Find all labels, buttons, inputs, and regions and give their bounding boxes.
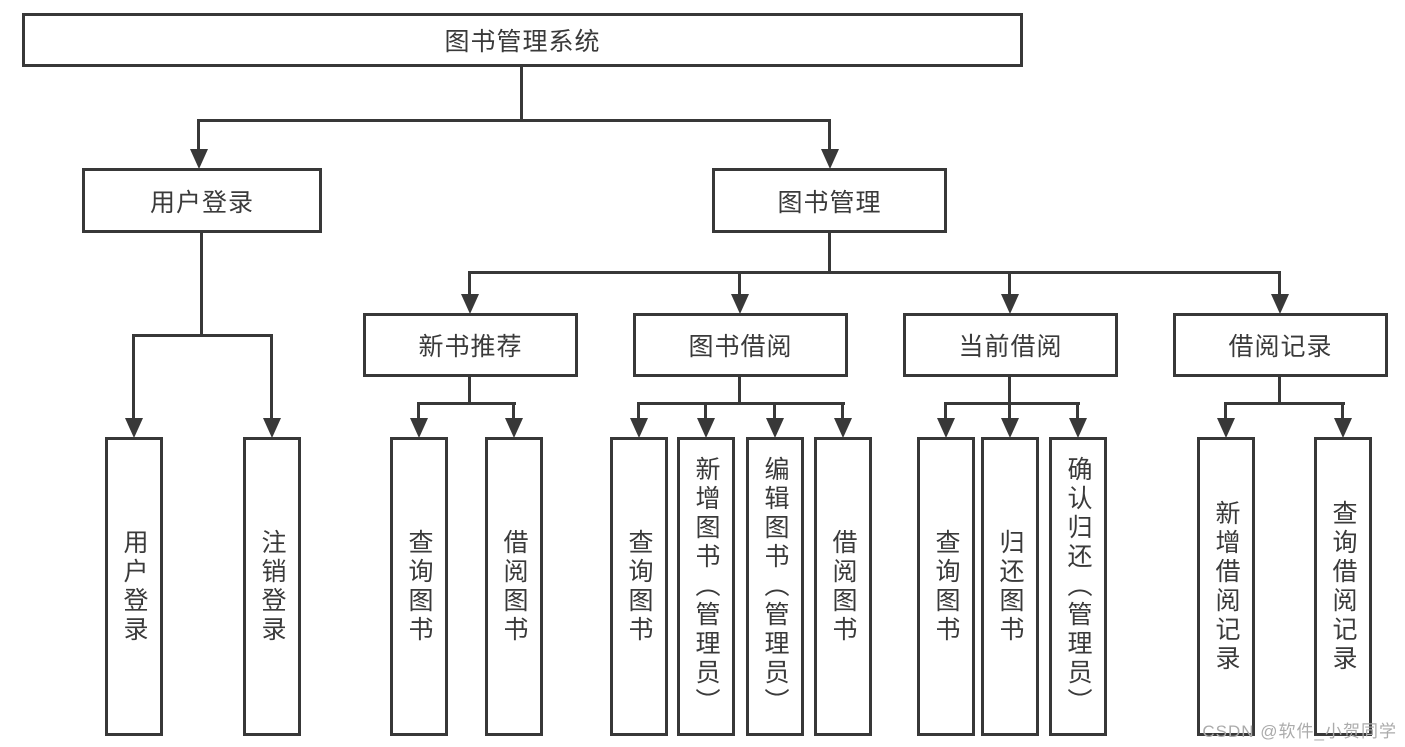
- connector-drop-leaf: [704, 405, 707, 419]
- connector-book-management-stem: [828, 233, 831, 274]
- connector-book-borrow-rail: [637, 402, 845, 405]
- arrow-down-icon: [1217, 418, 1235, 438]
- connector-drop-leaf: [270, 337, 273, 419]
- connector-user-login-rail: [132, 334, 273, 337]
- connector-user-login-stem: [200, 233, 203, 337]
- connector-current-borrow-rail: [944, 402, 1080, 405]
- node-book-management-label: 图书管理: [777, 188, 882, 217]
- leaf-query-borrow-record: 查询借阅记录: [1314, 437, 1372, 736]
- connector-drop-borrow-record: [1278, 274, 1281, 295]
- connector-drop-leaf: [841, 405, 844, 419]
- leaf-borrow-books-label: 借阅图书: [829, 528, 857, 645]
- leaf-return-books-label: 归还图书: [996, 528, 1024, 645]
- arrow-down-icon: [1001, 294, 1019, 314]
- connector-current-borrow-stem: [1008, 377, 1011, 405]
- node-user-login: 用户登录: [82, 168, 322, 233]
- arrow-down-icon: [1001, 418, 1019, 438]
- connector-book-borrow-stem: [738, 377, 741, 405]
- leaf-logout: 注销登录: [243, 437, 301, 736]
- leaf-query-borrow-record-label: 查询借阅记录: [1329, 499, 1357, 674]
- connector-new-book-stem: [468, 377, 471, 405]
- node-borrow-record: 借阅记录: [1173, 313, 1388, 377]
- leaf-confirm-return-admin-label: 确认归还（管理员）: [1064, 456, 1092, 717]
- node-book-management: 图书管理: [712, 168, 947, 233]
- arrow-down-icon: [1271, 294, 1289, 314]
- arrow-down-icon: [1069, 418, 1087, 438]
- node-root: 图书管理系统: [22, 13, 1023, 67]
- connector-drop-book-borrow: [738, 274, 741, 295]
- arrow-down-icon: [505, 418, 523, 438]
- arrow-down-icon: [190, 149, 208, 169]
- connector-drop-leaf: [1341, 405, 1344, 419]
- connector-drop-leaf: [132, 337, 135, 419]
- leaf-add-borrow-record: 新增借阅记录: [1197, 437, 1255, 736]
- arrow-down-icon: [263, 418, 281, 438]
- leaf-borrow-books-recommend-label: 借阅图书: [500, 528, 528, 645]
- connector-drop-leaf: [1076, 405, 1079, 419]
- arrow-down-icon: [697, 418, 715, 438]
- arrow-down-icon: [834, 418, 852, 438]
- node-book-borrow-label: 图书借阅: [688, 333, 793, 361]
- connector-root-rail: [197, 119, 831, 122]
- arrow-down-icon: [410, 418, 428, 438]
- arrow-down-icon: [821, 149, 839, 169]
- connector-drop-leaf: [944, 405, 947, 419]
- leaf-user-login-label: 用户登录: [120, 528, 148, 645]
- connector-book-management-rail: [468, 271, 1281, 274]
- node-new-book-recommend: 新书推荐: [363, 313, 578, 377]
- node-borrow-record-label: 借阅记录: [1228, 333, 1333, 361]
- connector-drop-leaf: [512, 405, 515, 419]
- arrow-down-icon: [461, 294, 479, 314]
- leaf-add-books-admin-label: 新增图书（管理员）: [692, 456, 720, 717]
- leaf-borrow-books-recommend: 借阅图书: [485, 437, 543, 736]
- connector-drop-leaf: [417, 405, 420, 419]
- arrow-down-icon: [1334, 418, 1352, 438]
- node-current-borrow: 当前借阅: [903, 313, 1118, 377]
- leaf-query-books-recommend: 查询图书: [390, 437, 448, 736]
- leaf-edit-books-admin-label: 编辑图书（管理员）: [761, 456, 789, 717]
- connector-drop-leaf: [637, 405, 640, 419]
- leaf-add-borrow-record-label: 新增借阅记录: [1212, 499, 1240, 674]
- leaf-return-books: 归还图书: [981, 437, 1039, 736]
- connector-drop-user-login: [197, 122, 200, 150]
- leaf-confirm-return-admin: 确认归还（管理员）: [1049, 437, 1107, 736]
- node-user-login-label: 用户登录: [149, 188, 254, 217]
- arrow-down-icon: [125, 418, 143, 438]
- connector-root-stem: [520, 67, 523, 120]
- leaf-query-books-borrow: 查询图书: [610, 437, 668, 736]
- leaf-query-books-current-label: 查询图书: [932, 528, 960, 645]
- connector-drop-book-management: [828, 122, 831, 150]
- arrow-down-icon: [937, 418, 955, 438]
- leaf-user-login: 用户登录: [105, 437, 163, 736]
- node-book-borrow: 图书借阅: [633, 313, 848, 377]
- node-root-label: 图书管理系统: [444, 28, 601, 56]
- node-current-borrow-label: 当前借阅: [958, 333, 1063, 361]
- leaf-query-books-borrow-label: 查询图书: [625, 528, 653, 645]
- leaf-query-books-recommend-label: 查询图书: [405, 528, 433, 645]
- csdn-watermark: CSDN @软件_小贺同学: [1202, 722, 1397, 741]
- leaf-edit-books-admin: 编辑图书（管理员）: [746, 437, 804, 736]
- leaf-query-books-current: 查询图书: [917, 437, 975, 736]
- arrow-down-icon: [731, 294, 749, 314]
- connector-borrow-record-rail: [1224, 402, 1345, 405]
- connector-drop-new-book: [468, 274, 471, 295]
- arrow-down-icon: [630, 418, 648, 438]
- connector-drop-leaf: [1224, 405, 1227, 419]
- leaf-add-books-admin: 新增图书（管理员）: [677, 437, 735, 736]
- connector-borrow-record-stem: [1278, 377, 1281, 405]
- connector-drop-current-borrow: [1008, 274, 1011, 295]
- node-new-book-recommend-label: 新书推荐: [418, 333, 523, 361]
- leaf-borrow-books: 借阅图书: [814, 437, 872, 736]
- leaf-logout-label: 注销登录: [258, 528, 286, 645]
- connector-drop-leaf: [773, 405, 776, 419]
- connector-drop-leaf: [1008, 405, 1011, 419]
- arrow-down-icon: [766, 418, 784, 438]
- connector-new-book-rail: [417, 402, 516, 405]
